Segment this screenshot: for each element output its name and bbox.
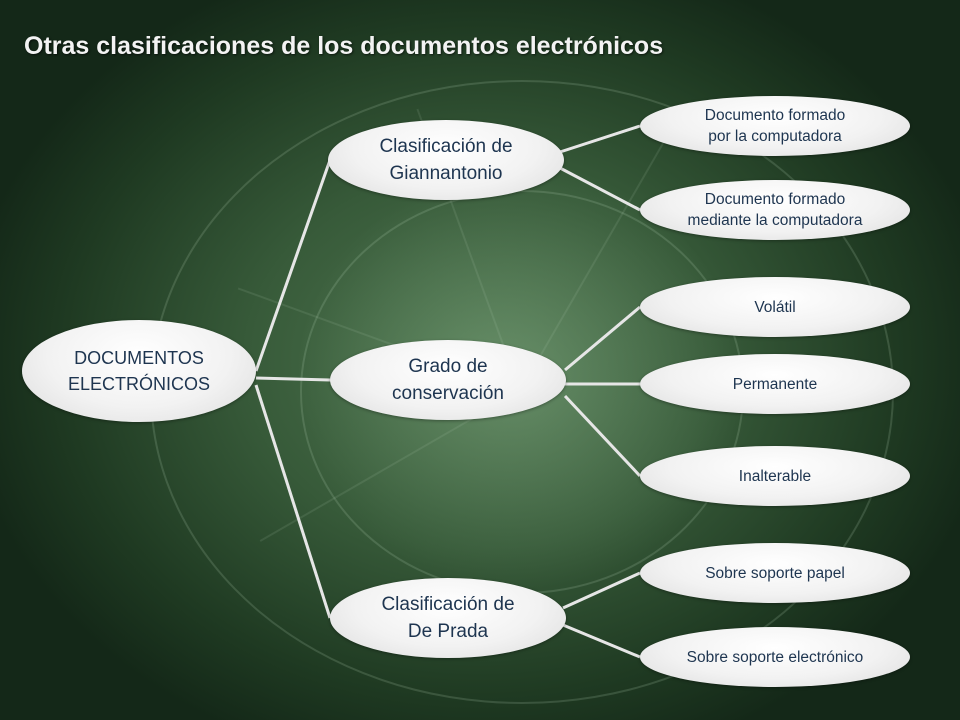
leaf-node-formado-mediante-la-computadora: Documento formado mediante la computador… xyxy=(640,180,910,240)
connector-conservacion-leaf-3 xyxy=(563,394,642,478)
root-node-documentos-electronicos: DOCUMENTOS ELECTRÓNICOS xyxy=(22,320,256,422)
leaf-node-inalterable: Inalterable xyxy=(640,446,910,506)
leaf-node-formado-por-la-computadora: Documento formado por la computadora xyxy=(640,96,910,156)
category-node-giannantonio: Clasificación de Giannantonio xyxy=(328,120,564,200)
leaf-node-sobre-soporte-papel: Sobre soporte papel xyxy=(640,543,910,603)
connector-giannantonio-leaf-2 xyxy=(559,166,641,212)
node-label-line: Inalterable xyxy=(738,467,812,485)
leaf-node-volatil: Volátil xyxy=(640,277,910,337)
category-node-de-prada: Clasificación de De Prada xyxy=(330,578,566,658)
category-node-grado-de-conservacion: Grado de conservación xyxy=(330,340,566,420)
node-label-line: Clasificación de xyxy=(379,136,513,157)
node-label-line: Clasificación de xyxy=(381,594,515,615)
leaf-node-sobre-soporte-electronico: Sobre soporte electrónico xyxy=(640,627,910,687)
connector-root-conservacion xyxy=(255,376,331,382)
connector-conservacion-leaf-1 xyxy=(564,305,641,372)
node-label-line: conservación xyxy=(392,383,504,404)
node-label-line: Documento formado xyxy=(704,191,846,208)
node-label-line: Permanente xyxy=(732,375,818,393)
node-label-line: DOCUMENTOS xyxy=(74,348,204,368)
connector-deprada-leaf-2 xyxy=(562,623,641,659)
node-label-line: Sobre soporte papel xyxy=(705,564,845,582)
node-label-line: Sobre soporte electrónico xyxy=(686,648,864,666)
node-label-line: De Prada xyxy=(407,621,489,642)
leaf-node-permanente: Permanente xyxy=(640,354,910,414)
node-label-line: Giannantonio xyxy=(389,163,503,184)
page-title: Otras clasificaciones de los documentos … xyxy=(24,32,664,60)
node-label-line: Grado de xyxy=(408,356,488,377)
node-label-line: por la computadora xyxy=(708,128,842,145)
node-label-line: Volátil xyxy=(754,298,796,316)
connector-deprada-leaf-1 xyxy=(562,571,641,610)
connector-root-deprada xyxy=(254,384,332,619)
node-label-line: Documento formado xyxy=(704,107,846,124)
node-label-line: ELECTRÓNICOS xyxy=(67,374,211,394)
connector-root-giannantonio xyxy=(254,159,332,372)
connector-giannantonio-leaf-1 xyxy=(559,124,641,154)
node-label-line: mediante la computadora xyxy=(687,212,863,229)
